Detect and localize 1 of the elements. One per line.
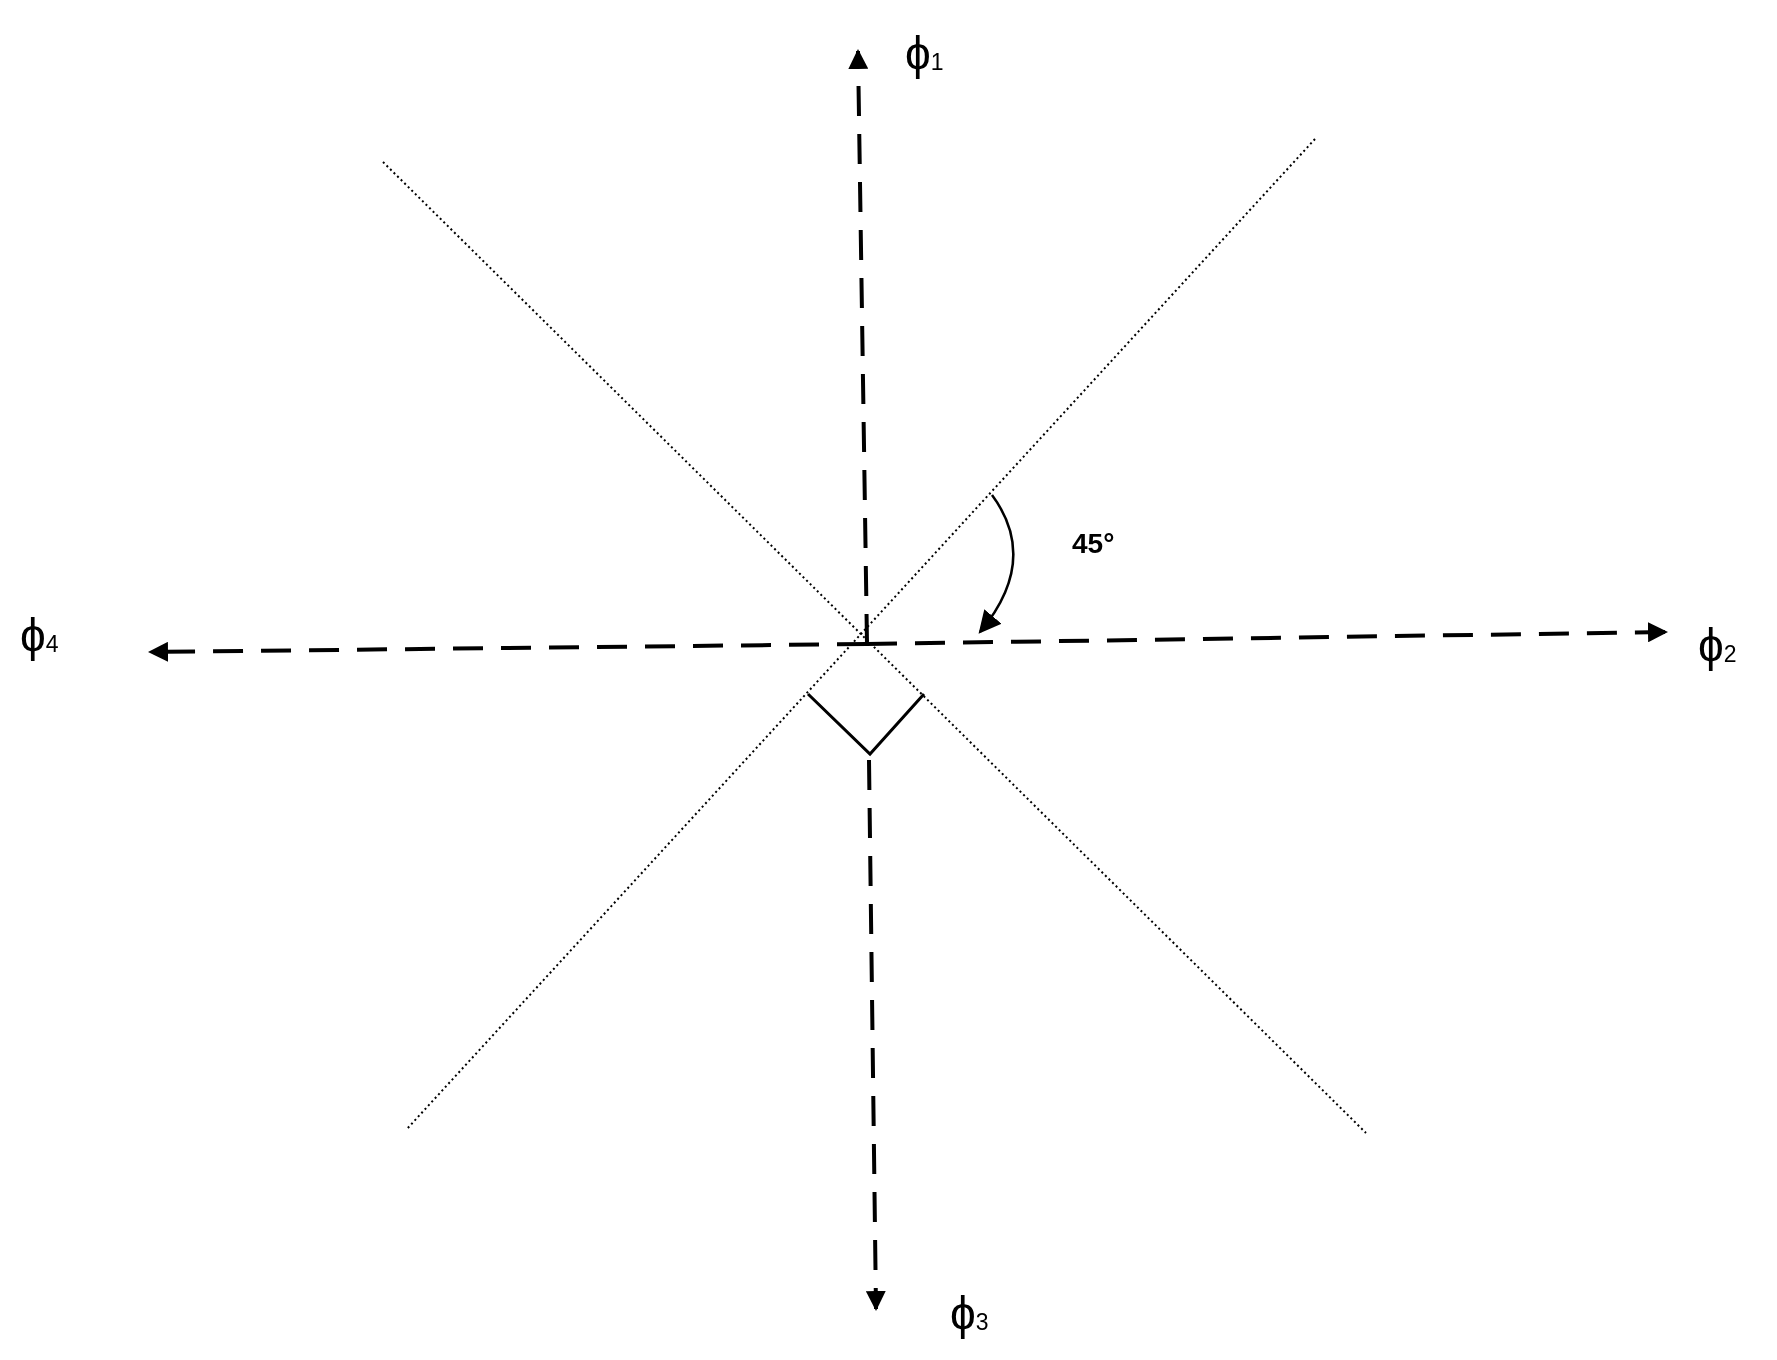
angle-label: 45°: [1072, 530, 1115, 558]
